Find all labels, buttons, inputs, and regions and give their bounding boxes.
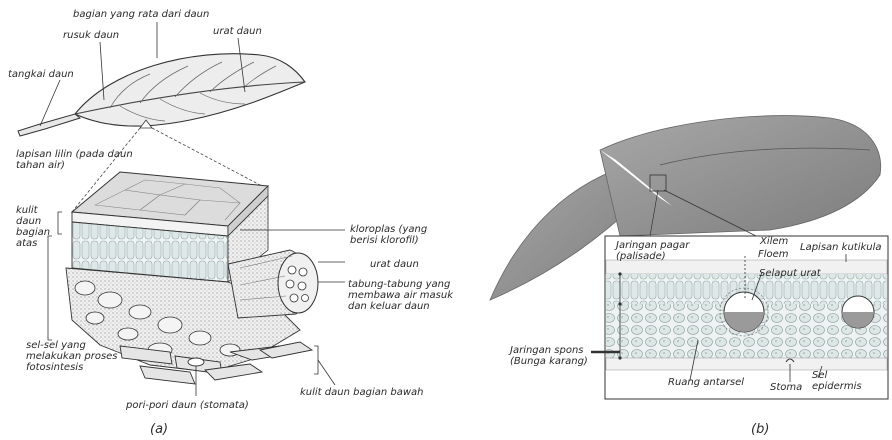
- label-cuticle: Lapisan kutikula: [800, 242, 882, 253]
- label-midrib: rusuk daun: [63, 30, 120, 41]
- label-lower-epidermis: kulit daun bagian bawah: [300, 387, 424, 398]
- leaf-block-section: [65, 171, 319, 385]
- label-epidermis: Sel epidermis: [812, 370, 862, 392]
- label-vein-side: urat daun: [370, 259, 419, 270]
- leaf-outline-a: [17, 53, 306, 137]
- label-vein-top: urat daun: [213, 26, 262, 37]
- label-wax-layer: lapisan lilin (pada daun tahan air): [16, 149, 133, 171]
- label-flat-part: bagian yang rata dari daun: [73, 9, 210, 20]
- label-phloem: Floem: [758, 249, 789, 260]
- label-tubes: tabung-tabung yang membawa air masuk dan…: [348, 279, 453, 312]
- label-chloroplast: kloroplas (yang berisi klorofil): [350, 224, 428, 246]
- label-stoma: Stoma: [770, 382, 803, 393]
- caption-b: (b): [751, 422, 770, 437]
- label-palisade: Jaringan pagar (palisade): [616, 240, 690, 262]
- caption-a: (a): [150, 422, 169, 437]
- leader-lines-b: [591, 254, 847, 382]
- label-air-space: Ruang antarsel: [668, 377, 745, 388]
- projection-lines: [71, 127, 263, 213]
- leaf-cross-section-b: [604, 235, 889, 400]
- label-photosynthesis-cells: sel-sel yang melakukan proses fotosintes…: [26, 340, 118, 373]
- leaf-photo-b: [489, 115, 882, 301]
- leader-lines-a: [39, 22, 345, 396]
- label-upper-epidermis: kulit daun bagian atas: [16, 205, 51, 249]
- label-spongy: Jaringan spons (Bunga karang): [510, 345, 588, 367]
- label-vein-sheath: Selaput urat: [759, 268, 821, 279]
- label-petiole: tangkai daun: [8, 69, 74, 80]
- label-xylem: Xilem: [760, 236, 789, 247]
- label-stomata: pori-pori daun (stomata): [126, 400, 249, 411]
